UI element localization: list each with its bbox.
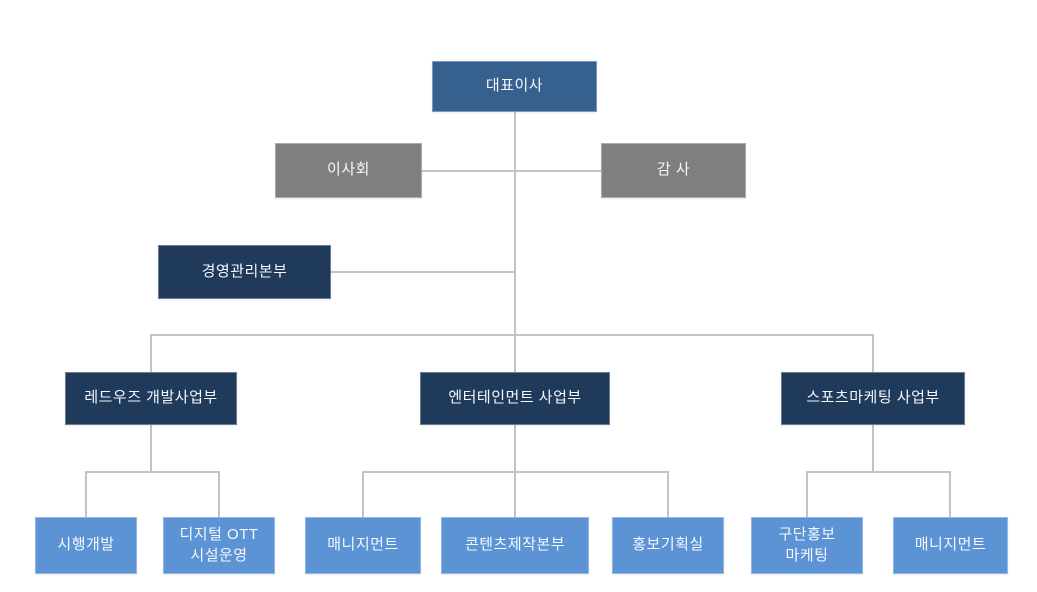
org-node-team-content-production: 콘텐츠제작본부 (441, 517, 589, 574)
connector-team-3-drop (362, 471, 364, 517)
connector-division-1-drop (150, 334, 152, 372)
connector-divisions-bus (150, 334, 873, 336)
connector-team-1-drop (85, 471, 87, 517)
connector-teams-bus-1 (85, 471, 219, 473)
connector-team-5-drop (667, 471, 669, 517)
connector-division-3-stem (872, 425, 874, 472)
org-node-team-pr-planning: 홍보기획실 (612, 517, 724, 574)
connector-division-1-stem (150, 425, 152, 472)
connector-board-auditor (422, 170, 601, 172)
connector-team-6-drop (806, 471, 808, 517)
connector-division-3-drop (872, 334, 874, 372)
connector-teams-bus-3 (806, 471, 950, 473)
org-node-team-digital-ott-facility: 디지털 OTT 시설운영 (163, 517, 275, 574)
org-node-board: 이사회 (275, 143, 422, 198)
org-node-team-management-1: 매니지먼트 (305, 517, 421, 574)
connector-team-4-drop (514, 471, 516, 517)
org-node-team-management-2: 매니지먼트 (893, 517, 1008, 574)
org-node-division-entertainment: 엔터테인먼트 사업부 (420, 372, 610, 425)
connector-division-2-stem (514, 425, 516, 472)
org-node-team-implementation-development: 시행개발 (35, 517, 137, 574)
org-node-ceo: 대표이사 (432, 61, 597, 112)
org-node-division-sports-marketing: 스포츠마케팅 사업부 (781, 372, 965, 425)
connector-team-7-drop (949, 471, 951, 517)
connector-ceo-trunk (514, 112, 516, 335)
connector-division-2-drop (514, 334, 516, 372)
org-node-division-redwoods-development: 레드우즈 개발사업부 (65, 372, 237, 425)
org-node-team-club-pr-marketing: 구단홍보 마케팅 (751, 517, 863, 574)
connector-team-2-drop (218, 471, 220, 517)
connector-management-hq (331, 271, 515, 273)
org-node-auditor: 감 사 (601, 143, 746, 198)
org-node-management-hq: 경영관리본부 (158, 245, 331, 299)
